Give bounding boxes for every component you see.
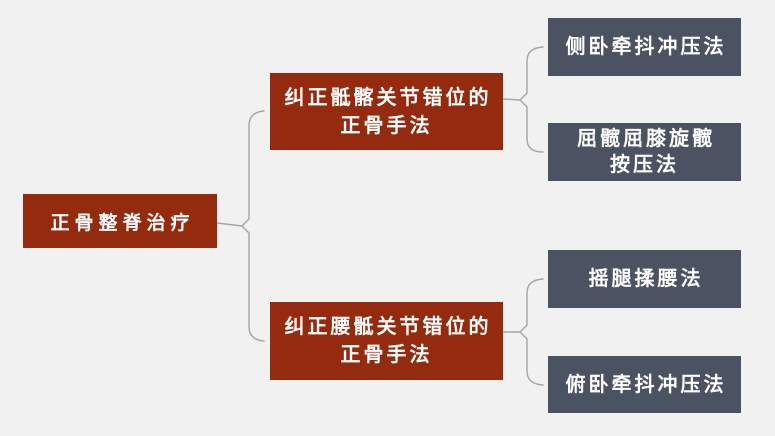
node-leaf-hip-knee-flexion-label: 屈髋屈膝旋髋 按压法 xyxy=(577,128,715,176)
brace-connector-branch-1 xyxy=(519,46,544,153)
node-leaf-prone-traction: 俯卧牵抖冲压法 xyxy=(548,356,741,413)
node-branch-sacroiliac: 纠正骶髂关节错位的 正骨手法 xyxy=(270,73,503,150)
node-leaf-side-lying-traction-label: 侧卧牵抖冲压法 xyxy=(565,36,727,58)
node-leaf-leg-shaking-label: 摇腿揉腰法 xyxy=(588,268,704,290)
node-branch-lumbosacral-label: 纠正腰骶关节错位的 正骨手法 xyxy=(284,316,492,366)
node-leaf-hip-knee-flexion: 屈髋屈膝旋髋 按压法 xyxy=(548,123,741,181)
node-root-label: 正骨整脊治疗 xyxy=(50,212,195,234)
node-root: 正骨整脊治疗 xyxy=(23,194,217,248)
brace-connector-branch-2 xyxy=(519,278,544,386)
node-branch-sacroiliac-label: 纠正骶髂关节错位的 正骨手法 xyxy=(284,86,492,137)
brace-connector-root xyxy=(241,110,265,342)
node-leaf-prone-traction-label: 俯卧牵抖冲压法 xyxy=(565,373,727,396)
stub-line-root xyxy=(216,222,243,227)
node-leaf-leg-shaking: 摇腿揉腰法 xyxy=(548,250,741,308)
stub-line-branch-1 xyxy=(502,98,521,101)
node-leaf-side-lying-traction: 侧卧牵抖冲压法 xyxy=(548,18,741,76)
node-branch-lumbosacral: 纠正腰骶关节错位的 正骨手法 xyxy=(270,302,503,380)
